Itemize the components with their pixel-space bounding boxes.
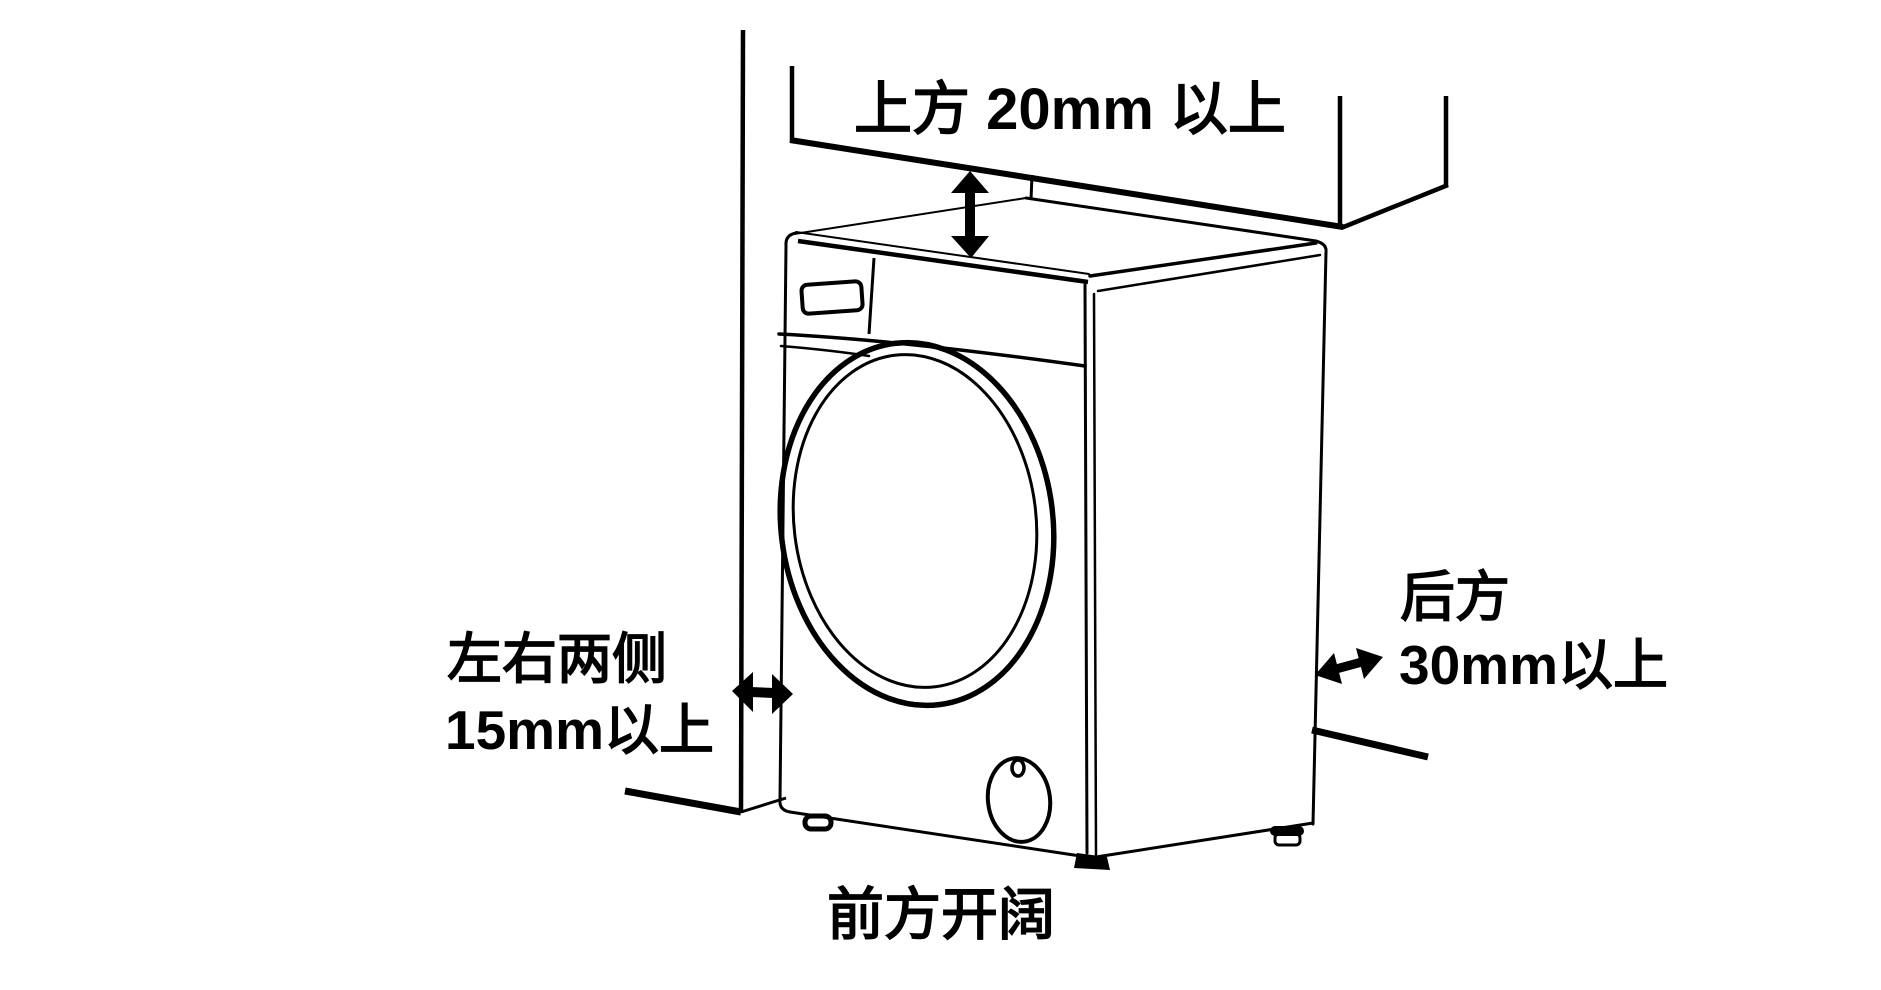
overhead-cabinet-outline xyxy=(789,66,1449,231)
left-floor-line xyxy=(624,787,787,816)
door-outer-ring xyxy=(777,339,1057,709)
side-clearance-arrow xyxy=(732,672,793,714)
back-right-foot xyxy=(1270,826,1304,847)
double-arrow-up-icon xyxy=(951,171,989,193)
pump-access-door xyxy=(985,756,1053,844)
washing-machine xyxy=(777,196,1328,870)
front-clearance-label: 前方开阔 xyxy=(827,883,1055,947)
top-clearance-label: 上方 20mm 以上 xyxy=(854,77,1286,142)
top-clearance-arrow xyxy=(951,171,989,258)
rear-clearance-label: 后方 30mm以上 xyxy=(1399,566,1668,696)
double-arrow-right-icon xyxy=(772,674,793,714)
rear-clearance-arrow xyxy=(1315,648,1383,684)
rear-clearance-label-line2: 30mm以上 xyxy=(1399,634,1668,696)
rear-clearance-label-line1: 后方 xyxy=(1400,566,1510,628)
machine-feet xyxy=(802,813,1304,870)
rear-floor-line xyxy=(1311,726,1429,761)
front-right-foot xyxy=(1074,853,1110,870)
door-inner-ring xyxy=(791,353,1039,689)
control-panel-divider xyxy=(867,257,876,335)
double-arrow-left-icon xyxy=(732,672,753,712)
machine-front-panel xyxy=(777,244,1098,859)
machine-top-panel xyxy=(784,196,1328,826)
side-clearance-label-line2: 15mm以上 xyxy=(445,699,714,761)
double-arrow-left-icon xyxy=(1315,653,1342,684)
side-clearance-label: 左右两侧 15mm以上 xyxy=(445,628,714,761)
front-left-foot xyxy=(802,813,834,832)
rear-wall-corner-line xyxy=(1029,174,1034,201)
left-wall-line xyxy=(738,29,746,814)
side-clearance-label-line1: 左右两侧 xyxy=(447,628,667,690)
door-ring xyxy=(777,339,1057,709)
double-arrow-right-icon xyxy=(1356,648,1383,679)
pump-access-lock xyxy=(1010,758,1026,778)
control-panel-display xyxy=(799,279,865,316)
double-arrow-down-icon xyxy=(951,236,989,258)
